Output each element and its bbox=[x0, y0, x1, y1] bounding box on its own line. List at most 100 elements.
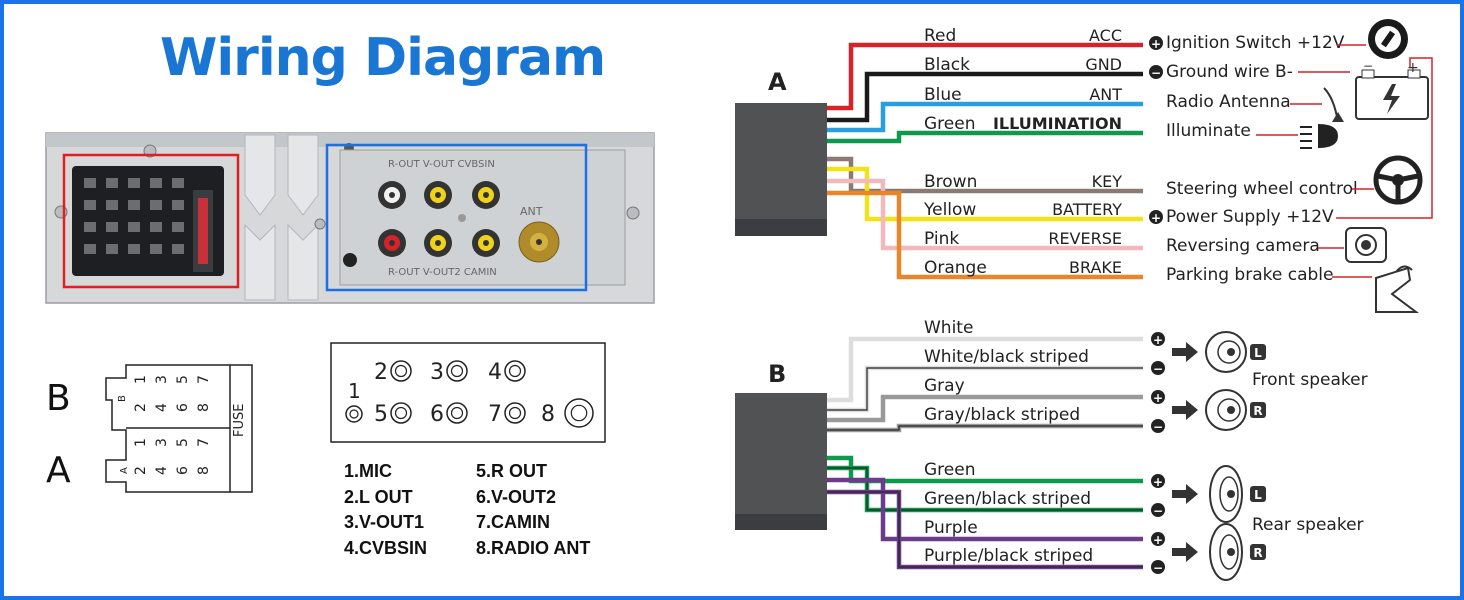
wire-line bbox=[827, 394, 1143, 423]
plus-icon bbox=[1149, 210, 1163, 224]
chassis-rib bbox=[287, 223, 319, 301]
connector-pin-number: 2 bbox=[133, 466, 149, 475]
socket-pin-hole bbox=[172, 178, 184, 188]
pin-number: 4 bbox=[488, 360, 502, 385]
wire-color-label: Red bbox=[924, 26, 956, 46]
rca-panel bbox=[339, 149, 626, 286]
wire-line bbox=[827, 477, 1143, 542]
pin-number: 7 bbox=[488, 402, 502, 427]
pin-jack-icon bbox=[390, 402, 412, 424]
steering-wheel-icon bbox=[1373, 155, 1423, 205]
pin-legend-left: 1.MIC 2.L OUT 3.V-OUT1 4.CVBSIN bbox=[344, 459, 427, 561]
socket-pin-hole bbox=[150, 200, 162, 210]
wire-color-label: Purple/black striped bbox=[924, 546, 1093, 566]
wire-color-label: Blue bbox=[924, 85, 962, 105]
socket-pin-hole bbox=[128, 178, 140, 188]
wire-target-label: Parking brake cable bbox=[1166, 265, 1333, 285]
wire-line bbox=[827, 42, 1143, 111]
plus-icon bbox=[1151, 532, 1165, 546]
svg-text:+: + bbox=[1407, 60, 1419, 76]
minus-icon bbox=[1151, 361, 1165, 375]
socket-pin-hole bbox=[84, 200, 96, 210]
wire-target-label: Ignition Switch +12V bbox=[1166, 33, 1345, 53]
connector-pin-number: 2 bbox=[133, 403, 149, 412]
pin-jack-icon bbox=[345, 405, 363, 423]
wire-target-label: Illuminate bbox=[1166, 121, 1251, 141]
channel-badge-letter: R bbox=[1253, 404, 1262, 418]
harness-b-plug bbox=[735, 393, 827, 530]
chassis-rib bbox=[287, 134, 319, 216]
pin-number: 6 bbox=[430, 402, 444, 427]
wire-line bbox=[827, 178, 1143, 251]
pin-legend-right: 5.R OUT 6.V-OUT2 7.CAMIN 8.RADIO ANT bbox=[476, 459, 590, 561]
connector-pin-number: 4 bbox=[154, 466, 170, 475]
front-speaker-label: Front speaker bbox=[1252, 370, 1368, 390]
chassis-rib bbox=[244, 134, 276, 216]
pin-jack-icon bbox=[390, 360, 412, 382]
radio-top-edge bbox=[46, 133, 654, 147]
wire-function-label: GND bbox=[1085, 55, 1122, 74]
page-title: Wiring Diagram bbox=[160, 28, 606, 88]
harness-a-plug bbox=[735, 103, 827, 236]
block-b-letter: B bbox=[117, 395, 128, 402]
harness-b: B White+White/black striped−Gray+Gray/bl… bbox=[735, 318, 1368, 581]
wire-function-label: KEY bbox=[1092, 172, 1123, 191]
connector-pin-number: 5 bbox=[175, 375, 191, 384]
wire-stripe bbox=[827, 491, 1143, 568]
wire-line bbox=[827, 156, 1143, 194]
socket-pin-hole bbox=[172, 222, 184, 232]
socket-pin-hole bbox=[128, 244, 140, 254]
wire-target-label: Reversing camera bbox=[1166, 236, 1320, 256]
plus-icon bbox=[1149, 36, 1163, 50]
pin-jack-icon bbox=[446, 360, 468, 382]
wire-function-label: ANT bbox=[1089, 85, 1122, 104]
pin-jack-icon bbox=[504, 360, 526, 382]
pin-legend-item: 4.CVBSIN bbox=[344, 537, 428, 558]
wire-line bbox=[827, 336, 1143, 403]
reversing-camera-icon bbox=[1345, 227, 1387, 263]
connector-pin-number: 5 bbox=[175, 438, 191, 447]
fuse-label: FUSE bbox=[232, 404, 247, 437]
socket-pin-hole bbox=[84, 222, 96, 232]
wire-target-label: Power Supply +12V bbox=[1166, 207, 1334, 227]
minus-icon bbox=[1149, 65, 1163, 79]
parking-brake-icon bbox=[1375, 265, 1419, 313]
plus-icon bbox=[1151, 332, 1165, 346]
wire-color-label: White bbox=[924, 318, 973, 338]
wire-color-label: Green bbox=[924, 114, 975, 134]
pin-legend-item: 6.V-OUT2 bbox=[476, 486, 557, 507]
socket-pin-hole bbox=[150, 244, 162, 254]
wire-color-label: Pink bbox=[924, 229, 959, 249]
channel-badge bbox=[1250, 486, 1266, 502]
wire-line bbox=[827, 190, 1143, 280]
block-a-letter: A bbox=[119, 467, 130, 474]
channel-badge bbox=[1250, 344, 1266, 360]
connector-pin-number: 7 bbox=[196, 375, 212, 384]
arrow-icon bbox=[1172, 542, 1198, 562]
svg-text:−: − bbox=[1153, 420, 1163, 434]
pin-number: 2 bbox=[374, 360, 388, 385]
socket-pin-hole bbox=[172, 244, 184, 254]
connector-b-label: B bbox=[46, 378, 71, 419]
harness-a-targets: +Ignition Switch +12V−Ground wire B-Radi… bbox=[1149, 33, 1374, 285]
plus-icon bbox=[1151, 474, 1165, 488]
ant-label: ANT bbox=[520, 205, 543, 218]
plus-icon bbox=[1151, 390, 1165, 404]
socket-pin-hole bbox=[150, 178, 162, 188]
arrow-icon bbox=[1172, 484, 1198, 504]
wire-color-label: Gray/black striped bbox=[924, 405, 1080, 425]
svg-text:+: + bbox=[1151, 211, 1161, 225]
socket-pin-hole bbox=[128, 222, 140, 232]
fuse-icon bbox=[198, 198, 208, 264]
connector-pin-number: 1 bbox=[133, 438, 149, 447]
socket-pin-hole bbox=[84, 178, 96, 188]
pin-jack-icon bbox=[564, 398, 594, 428]
wire-line bbox=[827, 130, 1143, 144]
wire-stripe bbox=[827, 425, 1143, 431]
wire-target-label: Ground wire B- bbox=[1166, 62, 1293, 82]
ignition-key-icon bbox=[1368, 19, 1408, 59]
